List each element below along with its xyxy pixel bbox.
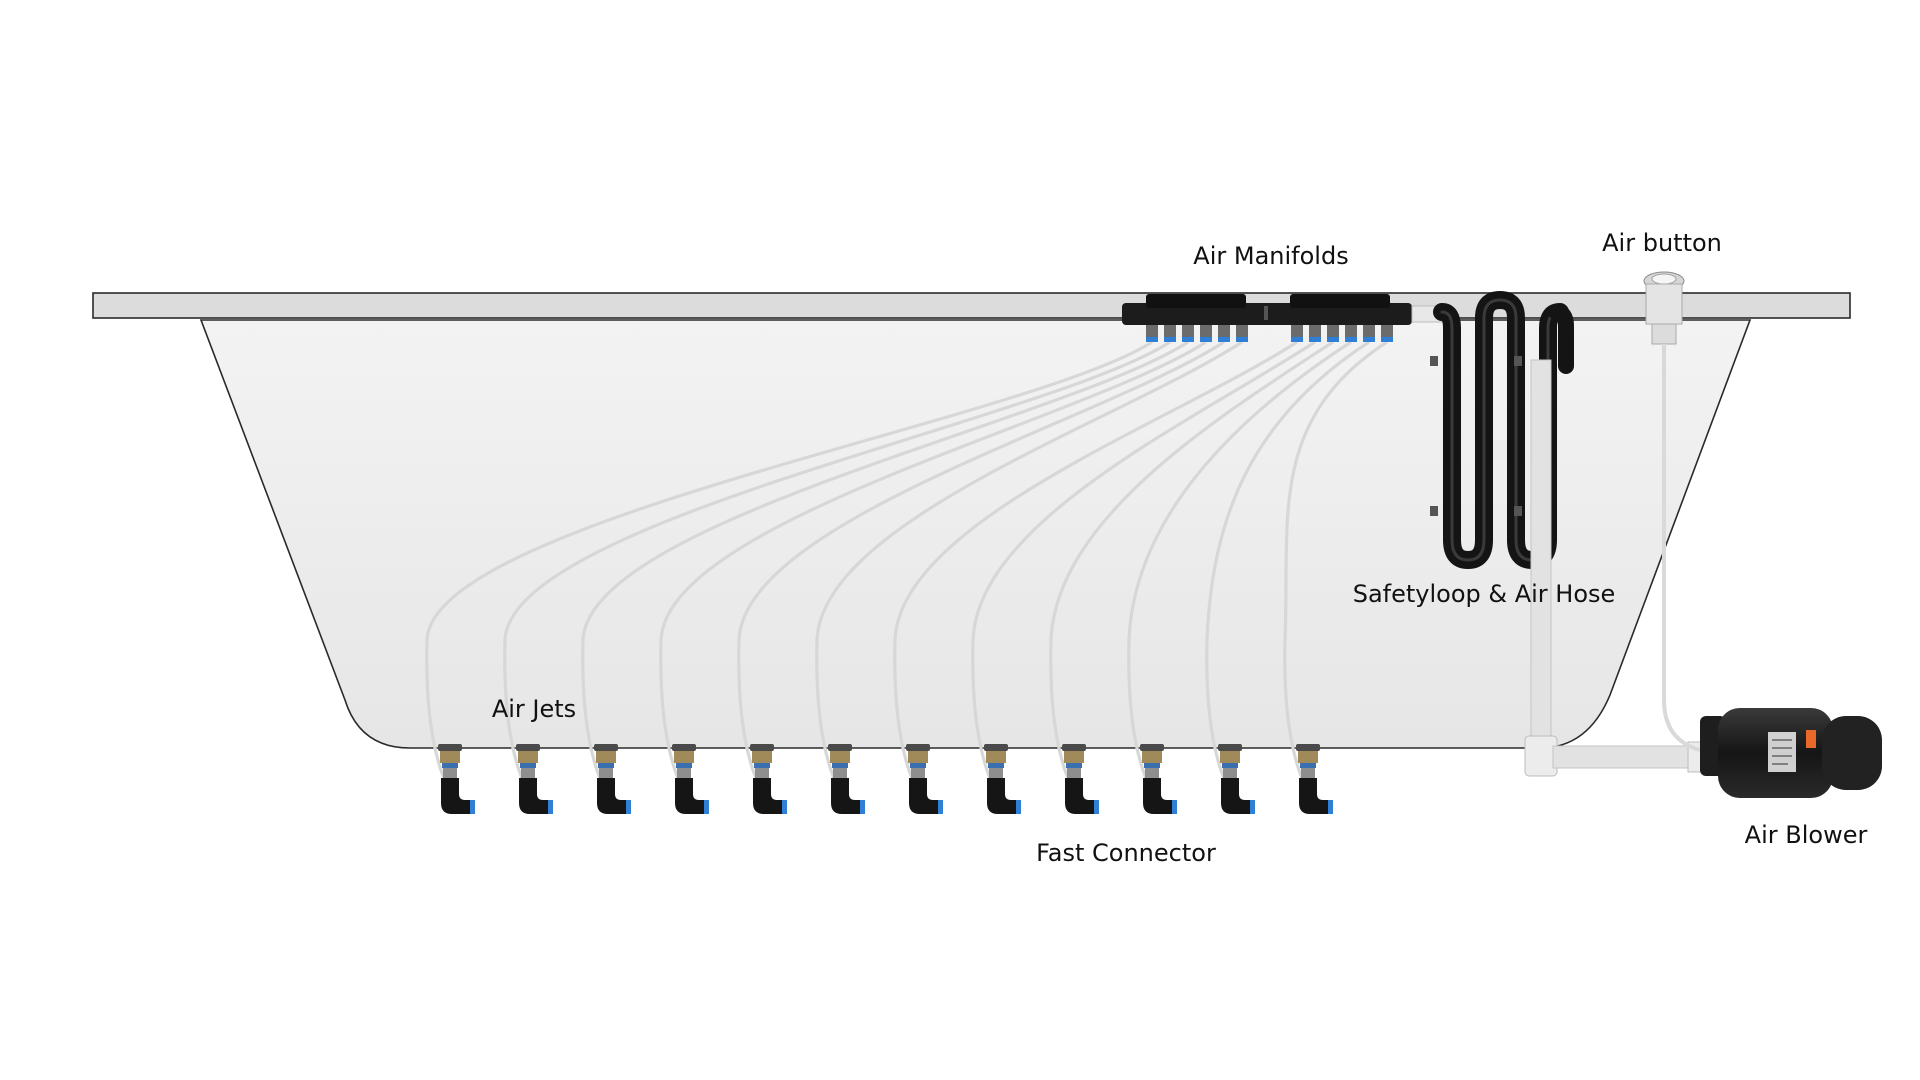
fast-connector [597,778,631,814]
fast-connector [831,778,865,814]
fast-connector [1143,778,1177,814]
fast-connector [441,778,475,814]
air-jet [1140,744,1164,778]
manifold-port [1345,325,1357,342]
air-jet [594,744,618,778]
air-jet [672,744,696,778]
air-hose [503,340,1171,810]
manifold-port [1291,325,1303,342]
air-jets [438,744,1333,814]
air-jets-label: Air Jets [491,695,577,723]
air-jet [516,744,540,778]
fast-connector [1221,778,1255,814]
air-hose [425,340,1153,810]
safetyloop-label: Safetyloop & Air Hose [1352,580,1616,608]
fast-connector [1299,778,1333,814]
manifold-port [1218,325,1230,342]
air-jet [1296,744,1320,778]
air-jet [828,744,852,778]
air-manifolds-label: Air Manifolds [1193,242,1349,270]
air-manifolds [1122,294,1443,342]
tub-rim [92,292,1851,319]
manifold-port [1309,325,1321,342]
air-pipe [1524,304,1703,777]
air-blower [1700,708,1882,798]
manifold-port [1236,325,1248,342]
manifold-port [1200,325,1212,342]
fast-connector [753,778,787,814]
manifold-port [1146,325,1158,342]
fast-connector [519,778,553,814]
manifold-port [1327,325,1339,342]
fast-connector [1065,778,1099,814]
fast-connector [909,778,943,814]
air-jet [438,744,462,778]
air-jet [984,744,1008,778]
fast-connector [987,778,1021,814]
air-button-label: Air button [1602,229,1722,257]
air-button [1643,271,1701,752]
air-jet [750,744,774,778]
fast-connector-label: Fast Connector [1036,839,1216,867]
air-jet [1218,744,1242,778]
air-jet [906,744,930,778]
manifold-port [1381,325,1393,342]
fast-connector [675,778,709,814]
manifold-port [1363,325,1375,342]
manifold-port [1164,325,1176,342]
manifold-port [1182,325,1194,342]
air-jet [1062,744,1086,778]
air-blower-label: Air Blower [1744,821,1868,849]
